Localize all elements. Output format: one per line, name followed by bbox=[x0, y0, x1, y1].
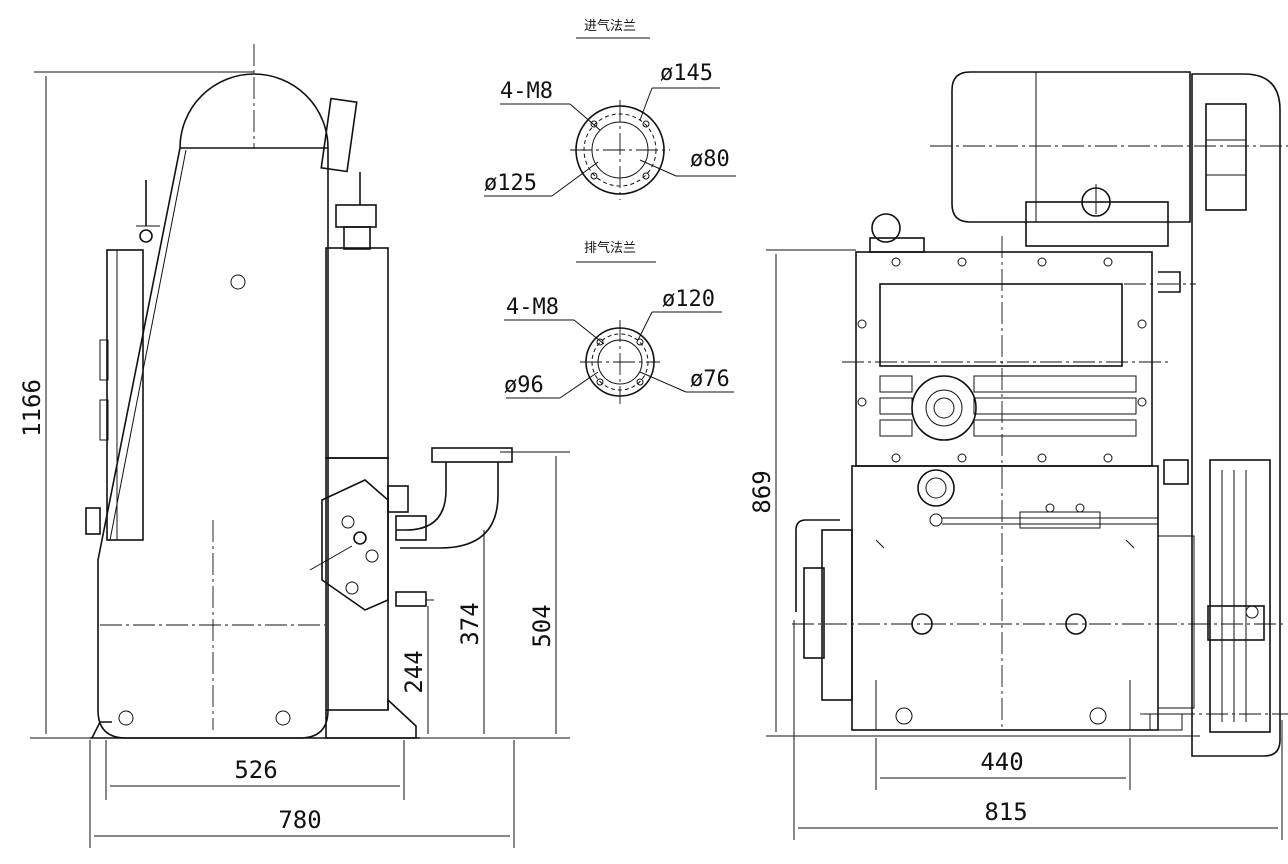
outlet-bore-label: ø76 bbox=[690, 367, 730, 392]
dim-815: 815 bbox=[984, 798, 1027, 826]
dim-780: 780 bbox=[278, 806, 321, 834]
inlet-bore-label: ø80 bbox=[690, 147, 730, 172]
inlet-flange: 进气法兰 4-M8 ø145 ø125 ø80 bbox=[484, 18, 736, 200]
dim-440: 440 bbox=[980, 748, 1023, 776]
motor bbox=[951, 71, 1191, 247]
dim-374: 374 bbox=[456, 602, 484, 645]
dim-869: 869 bbox=[748, 470, 776, 513]
outlet-pipe bbox=[387, 447, 513, 607]
front-dim-lines bbox=[766, 249, 1283, 840]
front-belt-guard bbox=[1191, 73, 1281, 757]
inlet-bolts-label: 4-M8 bbox=[500, 79, 553, 104]
foot-bolt bbox=[275, 710, 291, 726]
outlet-bolts-label: 4-M8 bbox=[506, 295, 559, 320]
rear-panel bbox=[99, 249, 144, 541]
side-dim-lines bbox=[30, 71, 570, 848]
lifting-lugs bbox=[136, 172, 377, 250]
pump-top bbox=[855, 213, 1153, 467]
pump-lower bbox=[795, 271, 1195, 731]
inlet-flange-title: 进气法兰 bbox=[584, 18, 636, 34]
inlet-outer-dia-label: ø145 bbox=[660, 61, 713, 86]
dim-1166: 1166 bbox=[18, 379, 46, 437]
outlet-flange: 排气法兰 4-M8 ø120 ø96 ø76 bbox=[504, 240, 734, 404]
inlet-bolt-circle-label: ø125 bbox=[484, 171, 537, 196]
guard-bolt bbox=[230, 274, 246, 290]
side-view: 1166 504 374 244 526 780 bbox=[18, 44, 570, 848]
junction-box bbox=[320, 97, 358, 173]
valve-block bbox=[309, 479, 389, 611]
dim-244: 244 bbox=[400, 650, 428, 693]
outlet-flange-title: 排气法兰 bbox=[584, 240, 636, 256]
front-view: 869 440 815 bbox=[748, 71, 1288, 840]
outlet-outer-dia-label: ø120 bbox=[662, 287, 715, 312]
dim-526: 526 bbox=[234, 756, 277, 784]
foot-bolt bbox=[118, 710, 134, 726]
side-fitting bbox=[85, 507, 101, 535]
dim-504: 504 bbox=[528, 604, 556, 647]
outlet-bolt-circle-label: ø96 bbox=[504, 373, 544, 398]
